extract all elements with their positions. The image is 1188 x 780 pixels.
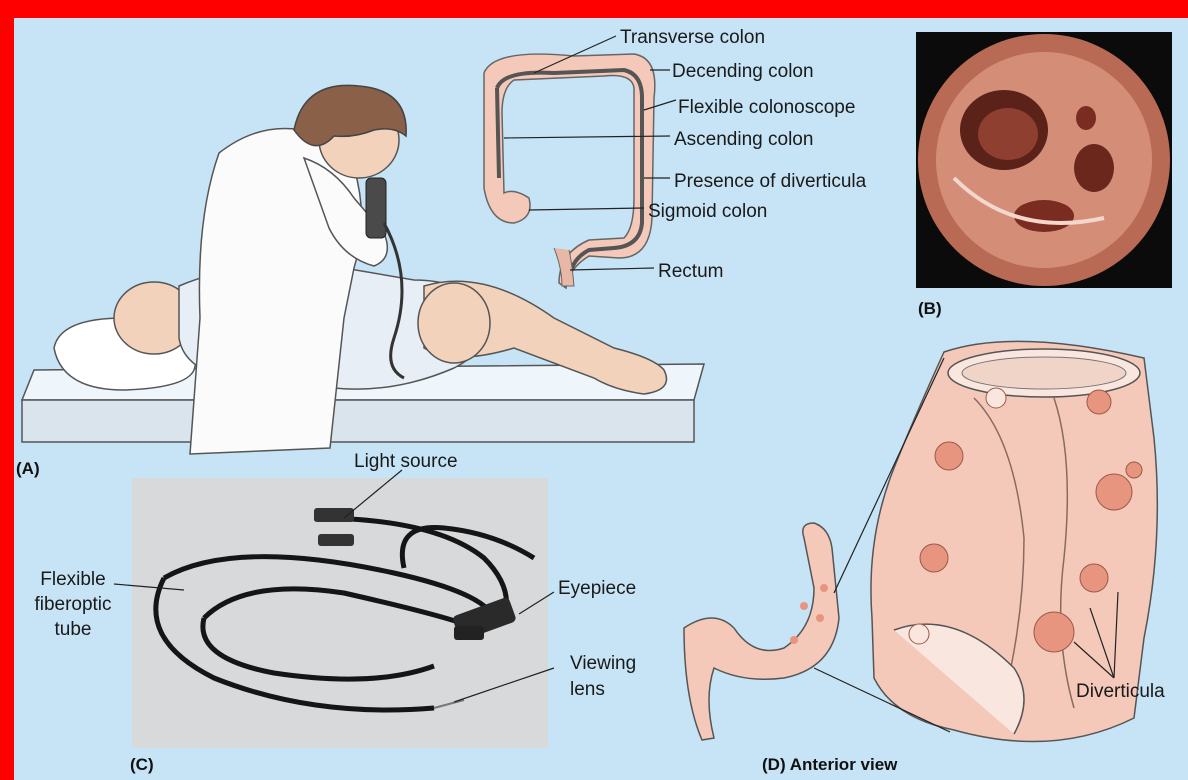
label-descending-colon: Decending colon (672, 62, 814, 81)
colon-diagram (484, 54, 655, 288)
label-viewing-lens-line1: Viewing (570, 654, 636, 673)
label-light-source: Light source (354, 452, 458, 471)
label-transverse-colon: Transverse colon (620, 28, 765, 47)
label-eyepiece: Eyepiece (558, 579, 636, 598)
label-tube-line2: fiberoptic (28, 595, 118, 614)
label-tube-line1: Flexible (28, 570, 118, 589)
label-viewing-lens-line2: lens (570, 680, 605, 699)
panel-label-d: (D) Anterior view (762, 756, 897, 773)
small-colon-drawing (684, 523, 839, 740)
panel-label-b: (B) (918, 300, 942, 317)
label-tube-line3: tube (28, 620, 118, 639)
label-diverticula: Diverticula (1076, 682, 1165, 701)
endoscopic-photo (916, 32, 1172, 288)
label-rectum: Rectum (658, 262, 723, 281)
label-ascending-colon: Ascending colon (674, 130, 813, 149)
panel-label-c: (C) (130, 756, 154, 773)
label-presence-of-diverticula: Presence of diverticula (674, 172, 866, 191)
colonoscope-photo (132, 478, 548, 748)
figure-canvas: Transverse colon Decending colon Flexibl… (14, 18, 1188, 780)
label-flexible-colonoscope: Flexible colonoscope (678, 98, 855, 117)
panel-label-a: (A) (16, 460, 40, 477)
label-sigmoid-colon: Sigmoid colon (648, 202, 767, 221)
